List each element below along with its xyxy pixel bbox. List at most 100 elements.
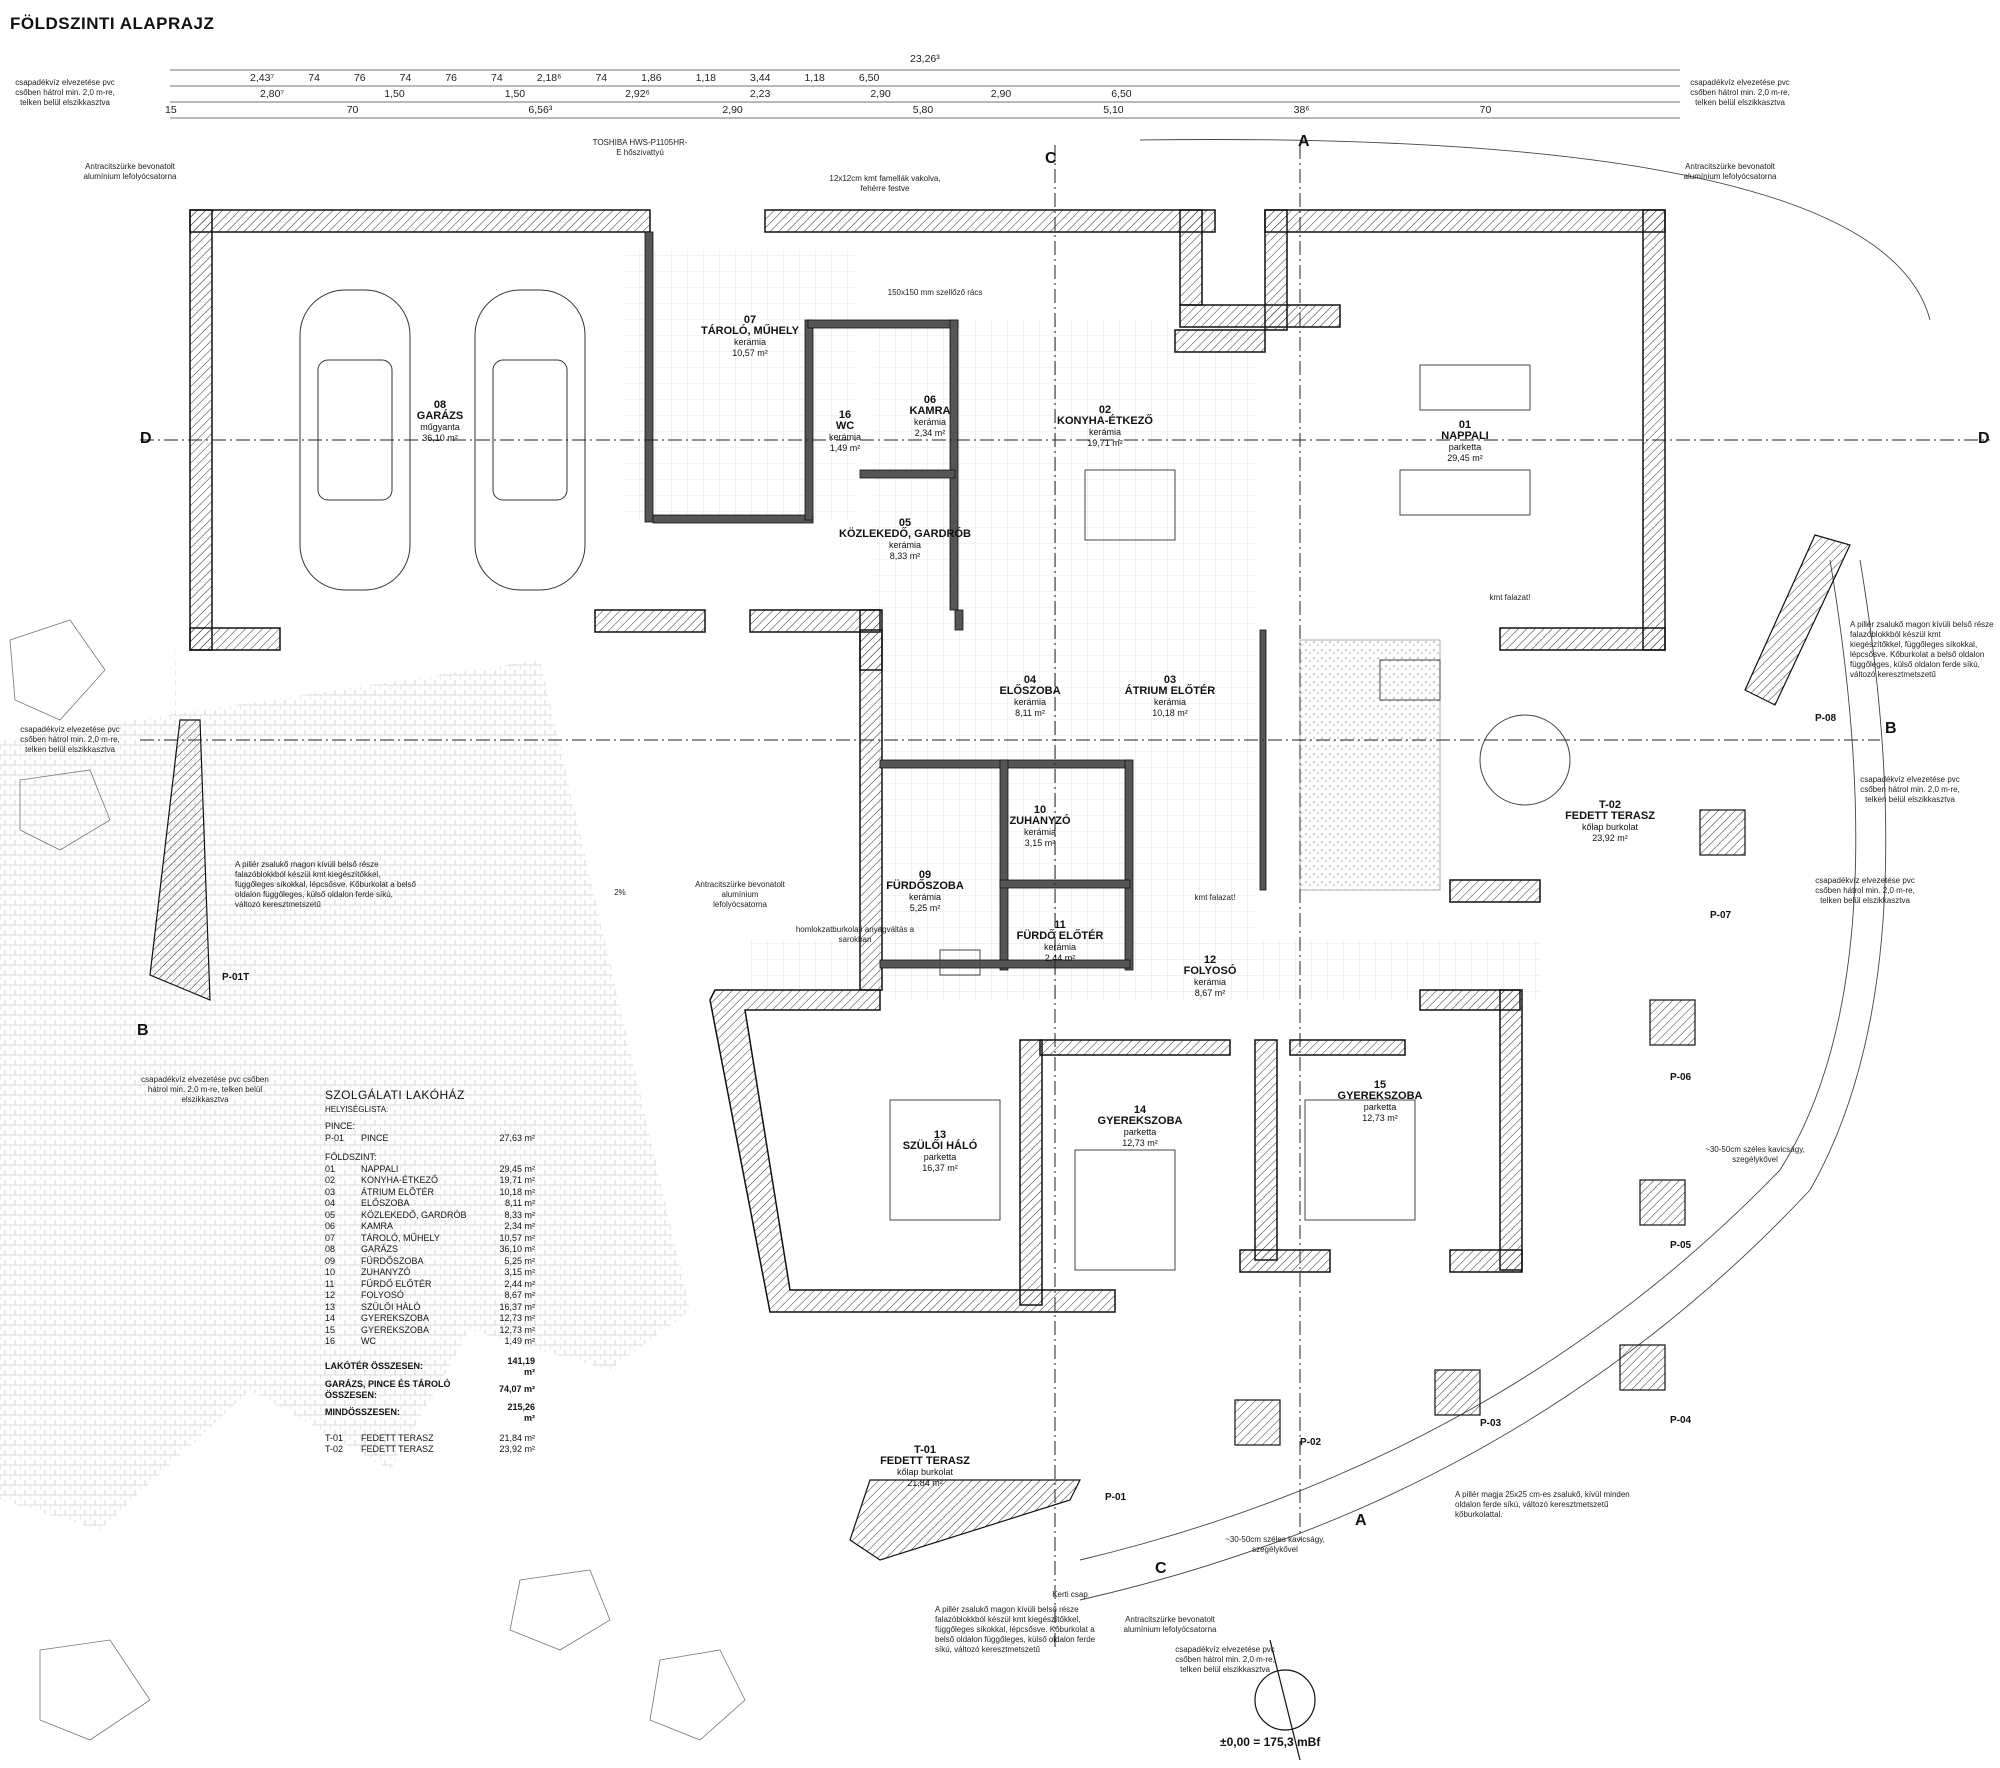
room-name: SZÜLŐI HÁLÓ bbox=[902, 1140, 978, 1152]
room-floor: kerámia bbox=[908, 892, 942, 902]
room-area: 1,49 m² bbox=[829, 443, 861, 453]
room-floor: parketta bbox=[1448, 442, 1482, 452]
driveway-paving bbox=[0, 640, 180, 1010]
totals-table: LAKÓTÉR ÖSSZESEN:141,19 m² GARÁZS, PINCE… bbox=[325, 1356, 535, 1425]
row-name: KONYHA-ÉTKEZŐ bbox=[361, 1175, 439, 1185]
pillar-tag-p01: P-01 bbox=[1105, 1492, 1127, 1503]
dim: 76 bbox=[353, 72, 366, 84]
schedule-heading: SZOLGÁLATI LAKÓHÁZ bbox=[325, 1088, 465, 1102]
dim: 2,80⁷ bbox=[260, 88, 285, 100]
tile-floor bbox=[625, 250, 855, 520]
room-number: 06 bbox=[923, 394, 937, 406]
dim: 2,90 bbox=[870, 88, 891, 100]
gutter-note-bottom: Antracitszürke bevonatolt alumínium lefo… bbox=[1123, 1615, 1217, 1634]
row-name: FÜRDŐSZOBA bbox=[361, 1255, 424, 1266]
room-name: ÁTRIUM ELŐTÉR bbox=[1124, 685, 1216, 697]
terrace-number: T-01 bbox=[913, 1444, 936, 1456]
dim: 2,18⁶ bbox=[536, 72, 562, 84]
row-no: T-02 bbox=[325, 1444, 344, 1454]
tap-note: Kerti csap bbox=[1052, 1590, 1088, 1599]
room-label-nappali: 01 NAPPALI parketta 29,45 m² bbox=[1441, 420, 1488, 464]
row-area: 5,25 m² bbox=[504, 1255, 535, 1266]
gutter-note-right: Antracitszürke bevonatolt alumínium lefo… bbox=[1683, 162, 1777, 181]
downpipe-note-mid-left: csapadékvíz elvezetése pvc csőben hátrol… bbox=[20, 725, 120, 754]
row-area: 8,67 m² bbox=[504, 1290, 535, 1300]
ground-label: FÖLDSZINT: bbox=[325, 1152, 377, 1162]
dim: 1,18 bbox=[695, 72, 717, 84]
row-no: 02 bbox=[325, 1175, 336, 1185]
gravel-note-bottom: ~30-50cm széles kavicságy, szegélykővel bbox=[1225, 1535, 1325, 1554]
row-name: ELŐSZOBA bbox=[361, 1198, 410, 1208]
row-no: 07 bbox=[325, 1232, 336, 1243]
overall-dimension: 23,26³ bbox=[910, 53, 940, 65]
room-name: WC bbox=[835, 420, 855, 432]
dim: 1,50 bbox=[504, 88, 526, 100]
room-label-kozlekedo: 05 KÖZLEKEDŐ, GARDRÓB kerámia 8,33 m² bbox=[839, 518, 971, 562]
row-no: P-01 bbox=[325, 1132, 345, 1143]
row-area: 12,73 m² bbox=[499, 1313, 535, 1323]
row-name: SZÜLŐI HÁLÓ bbox=[361, 1301, 421, 1312]
garden-rocks bbox=[9, 619, 746, 1741]
pillar-tag-p06: P-06 bbox=[1670, 1072, 1692, 1083]
room-number: 04 bbox=[1023, 674, 1037, 686]
pillar-tag-p02: P-02 bbox=[1300, 1437, 1322, 1448]
dim: 5,10 bbox=[1103, 104, 1124, 116]
room-label-kamra: 06 KAMRA kerámia 2,34 m² bbox=[910, 395, 951, 439]
pillar-note-a1: A pillér zsalukő magon kívüli belső rész… bbox=[235, 860, 416, 909]
north-arrow bbox=[1254, 1639, 1316, 1761]
room-number: 02 bbox=[1098, 404, 1112, 416]
dim: 5,80 bbox=[912, 104, 934, 116]
downpipe-note-right1: csapadékvíz elvezetése pvc csőben hátrol… bbox=[1860, 775, 1960, 804]
terrace-arcs bbox=[1079, 139, 1931, 1601]
total-area: 74,07 m² bbox=[498, 1384, 535, 1395]
schedule-subheading: HELYISÉGLISTA: bbox=[325, 1104, 389, 1114]
row-name: NAPPALI bbox=[361, 1163, 399, 1174]
row-no: 10 bbox=[325, 1267, 336, 1277]
room-label-furdo-eloter: 11 FÜRDŐ ELŐTÉR kerámia 2,44 m² bbox=[1017, 920, 1104, 964]
downpipe-note-top-left: csapadékvíz elvezetése pvc csőben hátrol… bbox=[15, 78, 115, 107]
room-schedule: SZOLGÁLATI LAKÓHÁZ HELYISÉGLISTA: PINCE:… bbox=[325, 1088, 535, 1456]
row-name: ZUHANYZÓ bbox=[361, 1267, 411, 1277]
exterior-walls bbox=[189, 209, 1666, 671]
dim: 2,23 bbox=[749, 88, 771, 100]
row-no: 15 bbox=[325, 1324, 336, 1335]
dim: 74 bbox=[491, 72, 503, 84]
flooring-note: homlokzatburkolati anyagváltás a sarokba… bbox=[795, 925, 915, 944]
row-name: FEDETT TERASZ bbox=[361, 1432, 434, 1443]
row-area: 36,10 m² bbox=[499, 1244, 535, 1254]
room-floor: kerámia bbox=[1193, 977, 1226, 987]
slope-note: 2% bbox=[614, 888, 626, 897]
table-row: P-01 PINCE 27,63 m² bbox=[325, 1133, 535, 1145]
room-name: KÖZLEKEDŐ, GARDRÓB bbox=[839, 528, 971, 540]
pillar-note-a3: A pillér zsalukő magon kívüli belső rész… bbox=[935, 1605, 1096, 1654]
row-no: 11 bbox=[325, 1278, 335, 1289]
room-area: 12,73 m² bbox=[1362, 1113, 1398, 1123]
row-name: FOLYOSÓ bbox=[361, 1290, 404, 1300]
room-number: 09 bbox=[918, 869, 932, 881]
cellar-table: P-01 PINCE 27,63 m² bbox=[325, 1133, 535, 1145]
room-label-tarolo: 07 TÁROLÓ, MŰHELY kerámia 10,57 m² bbox=[701, 315, 799, 359]
room-floor: kerámia bbox=[1088, 427, 1122, 437]
dim: 1,50 bbox=[384, 88, 405, 100]
section-marker-a-bottom: A bbox=[1355, 1512, 1367, 1529]
downpipe-note-top-right: csapadékvíz elvezetése pvc csőben hátrol… bbox=[1690, 78, 1790, 107]
room-floor: kerámia bbox=[888, 540, 921, 550]
row-no: 16 bbox=[325, 1336, 336, 1346]
row-area: 27,63 m² bbox=[499, 1132, 535, 1143]
bedroom-wing-walls bbox=[709, 629, 1541, 1313]
room-floor: kerámia bbox=[828, 432, 862, 442]
downpipe-note-right2: csapadékvíz elvezetése pvc csőben hátrol… bbox=[1815, 876, 1915, 905]
row-area: 3,15 m² bbox=[504, 1267, 535, 1277]
dim: 1,86 bbox=[641, 72, 662, 84]
section-marker-a-top: A bbox=[1298, 133, 1310, 150]
room-label-szuloi-halo: 13 SZÜLŐI HÁLÓ parketta 16,37 m² bbox=[903, 1130, 978, 1174]
dimension-row-1: 2,43⁷ 74 76 74 76 74 2,18⁶ 74 1,86 1,18 … bbox=[250, 72, 879, 84]
room-floor: kerámia bbox=[1153, 697, 1187, 707]
table-row: LAKÓTÉR ÖSSZESEN:141,19 m² bbox=[325, 1356, 535, 1379]
dim: 15 bbox=[165, 104, 177, 116]
